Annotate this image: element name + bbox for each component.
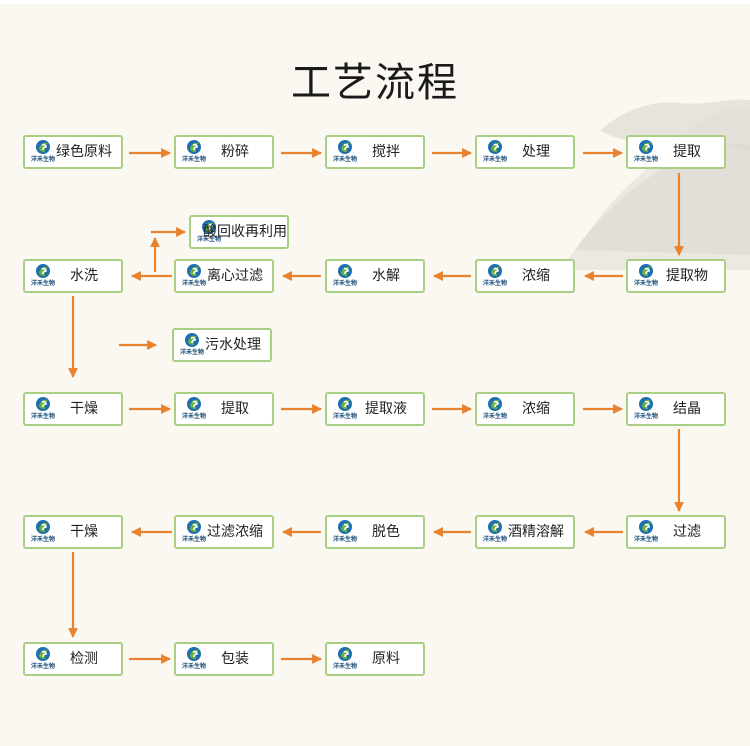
step-label: 酒精溶解 xyxy=(508,524,564,540)
step-label: 污水处理 xyxy=(205,337,261,353)
company-logo-icon: 洋禾生物 xyxy=(180,263,208,289)
company-logo-icon: 洋禾生物 xyxy=(481,263,509,289)
step-drying-2: 洋禾生物 干燥 xyxy=(23,515,123,549)
step-extraction-2: 洋禾生物 提取 xyxy=(174,392,274,426)
step-alcohol-dissolution: 洋禾生物 酒精溶解 xyxy=(475,515,575,549)
step-drying: 洋禾生物 干燥 xyxy=(23,392,123,426)
step-filtration: 洋禾生物 过滤 xyxy=(626,515,726,549)
step-concentration-2: 洋禾生物 浓缩 xyxy=(475,392,575,426)
company-logo-icon: 洋禾生物 xyxy=(632,263,660,289)
company-logo-icon: 洋禾生物 xyxy=(632,396,660,422)
step-label: 搅拌 xyxy=(372,144,400,160)
company-logo-icon: 洋禾生物 xyxy=(29,396,57,422)
step-label: 处理 xyxy=(522,144,550,160)
step-label: 检测 xyxy=(70,651,98,667)
step-label: 酸回收再利用 xyxy=(203,224,287,240)
step-crystallization: 洋禾生物 结晶 xyxy=(626,392,726,426)
step-filtration-concentration: 洋禾生物 过滤浓缩 xyxy=(174,515,274,549)
step-label: 浓缩 xyxy=(522,268,550,284)
step-processing: 洋禾生物 处理 xyxy=(475,135,575,169)
step-testing: 洋禾生物 检测 xyxy=(23,642,123,676)
step-extraction: 洋禾生物 提取 xyxy=(626,135,726,169)
company-logo-icon: 洋禾生物 xyxy=(180,646,208,672)
step-label: 结晶 xyxy=(673,401,701,417)
company-logo-icon: 洋禾生物 xyxy=(331,263,359,289)
company-logo-icon: 洋禾生物 xyxy=(29,139,57,165)
step-label: 干燥 xyxy=(70,524,98,540)
step-green-raw-material: 洋禾生物 绿色原料 xyxy=(23,135,123,169)
company-logo-icon: 洋禾生物 xyxy=(180,396,208,422)
step-wastewater-treatment: 洋禾生物 污水处理 xyxy=(172,328,272,362)
company-logo-icon: 洋禾生物 xyxy=(632,139,660,165)
step-label: 提取 xyxy=(673,144,701,160)
step-concentration: 洋禾生物 浓缩 xyxy=(475,259,575,293)
company-logo-icon: 洋禾生物 xyxy=(178,332,206,358)
company-logo-icon: 洋禾生物 xyxy=(481,519,509,545)
step-label: 水洗 xyxy=(70,268,98,284)
company-logo-icon: 洋禾生物 xyxy=(481,139,509,165)
step-label: 原料 xyxy=(372,651,400,667)
step-label: 提取液 xyxy=(365,401,407,417)
top-strip xyxy=(0,0,750,4)
step-packaging: 洋禾生物 包装 xyxy=(174,642,274,676)
step-label: 绿色原料 xyxy=(56,144,112,160)
step-label: 包装 xyxy=(221,651,249,667)
step-raw-material: 洋禾生物 原料 xyxy=(325,642,425,676)
step-extract: 洋禾生物 提取物 xyxy=(626,259,726,293)
company-logo-icon: 洋禾生物 xyxy=(632,519,660,545)
step-label: 提取 xyxy=(221,401,249,417)
step-label: 提取物 xyxy=(666,268,708,284)
company-logo-icon: 洋禾生物 xyxy=(180,139,208,165)
step-stirring: 洋禾生物 搅拌 xyxy=(325,135,425,169)
step-label: 离心过滤 xyxy=(207,268,263,284)
company-logo-icon: 洋禾生物 xyxy=(331,139,359,165)
step-extract-liquid: 洋禾生物 提取液 xyxy=(325,392,425,426)
step-label: 脱色 xyxy=(372,524,400,540)
company-logo-icon: 洋禾生物 xyxy=(29,646,57,672)
company-logo-icon: 洋禾生物 xyxy=(29,263,57,289)
step-label: 水解 xyxy=(372,268,400,284)
step-acid-recovery: 洋禾生物 酸回收再利用 xyxy=(189,215,289,249)
company-logo-icon: 洋禾生物 xyxy=(331,396,359,422)
company-logo-icon: 洋禾生物 xyxy=(180,519,208,545)
company-logo-icon: 洋禾生物 xyxy=(29,519,57,545)
step-label: 粉碎 xyxy=(221,144,249,160)
step-water-washing: 洋禾生物 水洗 xyxy=(23,259,123,293)
company-logo-icon: 洋禾生物 xyxy=(481,396,509,422)
step-decolorization: 洋禾生物 脱色 xyxy=(325,515,425,549)
step-hydrolysis: 洋禾生物 水解 xyxy=(325,259,425,293)
step-label: 过滤浓缩 xyxy=(207,524,263,540)
company-logo-icon: 洋禾生物 xyxy=(331,646,359,672)
company-logo-icon: 洋禾生物 xyxy=(331,519,359,545)
step-centrifugal-filtration: 洋禾生物 离心过滤 xyxy=(174,259,274,293)
page-title: 工艺流程 xyxy=(291,60,459,106)
step-label: 过滤 xyxy=(673,524,701,540)
step-label: 浓缩 xyxy=(522,401,550,417)
company-logo-icon: 洋禾生物 xyxy=(195,219,223,245)
step-label: 干燥 xyxy=(70,401,98,417)
step-crushing: 洋禾生物 粉碎 xyxy=(174,135,274,169)
